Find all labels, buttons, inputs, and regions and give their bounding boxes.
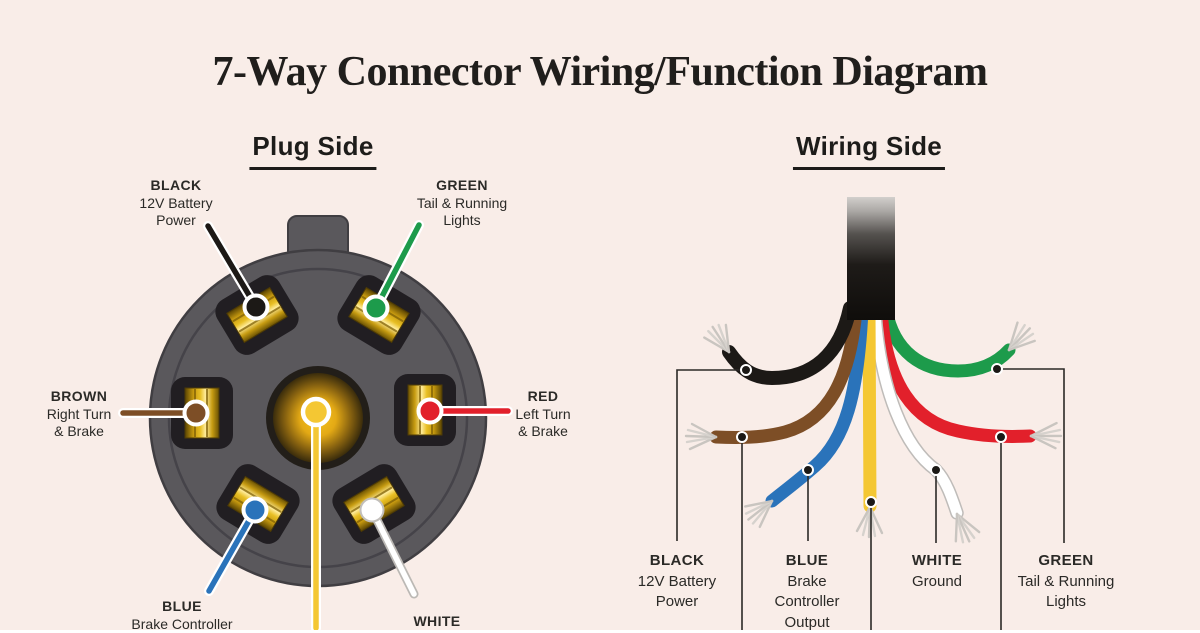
plug-label-blue: BLUE Brake Controller bbox=[131, 598, 232, 633]
wiring-label-green: GREEN Tail & Running Lights bbox=[1018, 551, 1115, 613]
label-line: Tail & Running bbox=[1018, 572, 1115, 593]
plug-label-black: BLACK 12V Battery Power bbox=[139, 177, 212, 230]
label-line: 12V Battery bbox=[638, 572, 716, 593]
label-color-name: BLUE bbox=[774, 551, 839, 572]
label-line: Brake bbox=[774, 572, 839, 593]
wire-green bbox=[886, 310, 1009, 371]
label-line: Tail & Running bbox=[417, 195, 507, 213]
page-title: 7-Way Connector Wiring/Function Diagram bbox=[212, 48, 987, 96]
wiring-label-white: WHITE Ground bbox=[912, 551, 962, 592]
label-line: & Brake bbox=[515, 423, 570, 441]
plug-label-red: RED Left Turn & Brake bbox=[515, 388, 570, 441]
label-color-name: BLACK bbox=[638, 551, 716, 572]
wiring-side-heading: Wiring Side bbox=[793, 131, 945, 170]
label-color-name: BROWN bbox=[47, 388, 112, 406]
label-line: Lights bbox=[1018, 592, 1115, 613]
label-line: Power bbox=[139, 212, 212, 230]
label-line: & Brake bbox=[47, 423, 112, 441]
label-line: Lights bbox=[417, 212, 507, 230]
label-line: Right Turn bbox=[47, 406, 112, 424]
label-color-name: BLUE bbox=[131, 598, 232, 616]
wire-yellow bbox=[869, 310, 870, 506]
label-line: Brake Controller bbox=[131, 616, 232, 633]
plug-label-green: GREEN Tail & Running Lights bbox=[417, 177, 507, 230]
frayed-end-brown bbox=[686, 424, 716, 449]
label-color-name: RED bbox=[515, 388, 570, 406]
callout-line-green-wire bbox=[997, 369, 1064, 543]
callout-line-black-wire bbox=[677, 370, 746, 541]
label-color-name: GREEN bbox=[417, 177, 507, 195]
label-line: 12V Battery bbox=[139, 195, 212, 213]
plug-side-heading: Plug Side bbox=[249, 131, 376, 170]
plug-label-white: WHITE bbox=[413, 613, 460, 631]
label-line: Ground bbox=[912, 572, 962, 593]
label-line: Controller bbox=[774, 592, 839, 613]
cable-jacket bbox=[847, 197, 895, 320]
label-color-name: BLACK bbox=[139, 177, 212, 195]
frayed-end-red bbox=[1031, 423, 1062, 449]
wiring-label-blue: BLUE Brake Controller Output bbox=[774, 551, 839, 633]
label-line: Power bbox=[638, 592, 716, 613]
frayed-end-yellow bbox=[857, 507, 882, 537]
wiring-label-black: BLACK 12V Battery Power bbox=[638, 551, 716, 613]
label-color-name: WHITE bbox=[413, 613, 460, 631]
label-line: Left Turn bbox=[515, 406, 570, 424]
plug-label-brown: BROWN Right Turn & Brake bbox=[47, 388, 112, 441]
label-color-name: GREEN bbox=[1018, 551, 1115, 572]
label-color-name: WHITE bbox=[912, 551, 962, 572]
